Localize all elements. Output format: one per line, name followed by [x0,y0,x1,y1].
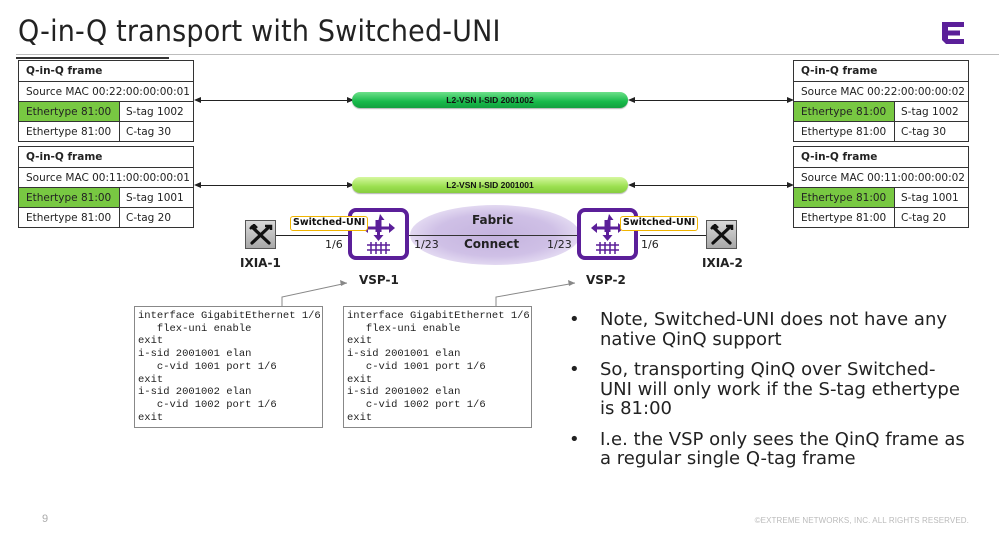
inner-ethertype: Ethertype 81:00 [19,122,120,141]
ixia-1-label: IXIA-1 [240,256,281,270]
source-mac: Source MAC 00:11:00:00:00:01 [26,171,190,184]
vsp-2-label: VSP-2 [586,273,626,287]
title-divider [16,54,999,55]
ixia-2-label: IXIA-2 [702,256,743,270]
frame-table-right-bottom: Q-in-Q frame Source MAC 00:11:00:00:00:0… [793,146,969,228]
frame-header: Q-in-Q frame [801,65,878,77]
vsp-2-access-port: 1/6 [641,238,659,251]
source-mac: Source MAC 00:11:00:00:00:02 [801,171,965,184]
connector-line [634,100,787,101]
inner-tag: C-tag 30 [901,125,947,138]
inner-ethertype: Ethertype 81:00 [794,208,895,227]
callout-pointer-vsp1 [281,282,348,306]
outer-ethertype: Ethertype 81:00 [794,188,895,207]
vsp-1-label: VSP-1 [359,273,399,287]
bullet-icon: • [569,309,580,330]
vsp-2-fabric-port: 1/23 [547,238,572,251]
frame-table-right-top: Q-in-Q frame Source MAC 00:22:00:00:00:0… [793,60,969,142]
tools-icon [248,223,272,245]
frame-header: Q-in-Q frame [26,65,103,77]
callout-arrowhead [568,280,575,286]
source-mac: Source MAC 00:22:00:00:00:02 [801,85,965,98]
frame-table-left-bottom: Q-in-Q frame Source MAC 00:11:00:00:00:0… [18,146,194,228]
switched-uni-badge-left: Switched-UNI [290,216,369,231]
inner-tag: C-tag 20 [126,211,172,224]
arrowhead-left [194,182,201,188]
outer-tag: S-tag 1002 [126,105,184,118]
page-number: 9 [42,513,49,525]
frame-header: Q-in-Q frame [801,151,878,163]
note-item: • Note, Switched-UNI does not have any na… [567,310,967,349]
outer-tag: S-tag 1001 [901,191,959,204]
connect-label: Connect [464,237,520,251]
fabric-label: Fabric [472,213,514,227]
fabric-link [407,235,578,236]
bullet-icon: • [569,428,580,450]
arrowhead-right [787,182,794,188]
frame-header: Q-in-Q frame [26,151,103,163]
outer-ethertype: Ethertype 81:00 [794,102,895,121]
frame-table-left-top: Q-in-Q frame Source MAC 00:22:00:00:00:0… [18,60,194,142]
inner-tag: C-tag 20 [901,211,947,224]
access-link-left [276,235,348,236]
bullet-icon: • [569,359,580,380]
inner-tag: C-tag 30 [126,125,172,138]
source-mac: Source MAC 00:22:00:00:00:01 [26,85,190,98]
ixia-1-device [245,220,276,249]
arrowhead-left [628,97,635,103]
arrowhead-left [628,182,635,188]
arrowhead-right [347,97,354,103]
note-text: Note, Switched-UNI does not have any nat… [600,309,948,350]
inner-ethertype: Ethertype 81:00 [794,122,895,141]
config-vsp-1: interface GigabitEthernet 1/6 flex-uni e… [134,306,323,429]
vsp-1-fabric-port: 1/23 [414,238,439,251]
outer-tag: S-tag 1002 [901,105,959,118]
extreme-networks-logo [942,22,964,44]
outer-tag: S-tag 1001 [126,191,184,204]
inner-ethertype: Ethertype 81:00 [19,208,120,227]
copyright-notice: ©EXTREME NETWORKS, INC. ALL RIGHTS RESER… [754,516,969,525]
connector-line [634,185,787,186]
callout-pointer-vsp2 [495,282,576,306]
connector-line [200,100,352,101]
note-text: So, transporting QinQ over Switched-UNI … [600,359,960,419]
note-item: • I.e. the VSP only sees the QinQ frame a… [567,428,967,469]
arrowhead-left [194,97,201,103]
arrowhead-right [347,182,354,188]
slide-title: Q-in-Q transport with Switched-UNI [18,14,501,48]
tools-icon [709,223,733,245]
ixia-2-device [706,220,737,249]
callout-arrowhead [340,280,347,286]
access-link-right [640,235,706,236]
arrowhead-right [787,97,794,103]
tunnel-isid-2001002: L2-VSN I-SID 2001002 [352,92,628,108]
note-item: • So, transporting QinQ over Switched-UNI… [567,360,967,419]
outer-ethertype: Ethertype 81:00 [19,102,120,121]
connector-line [200,185,352,186]
tunnel-isid-2001001: L2-VSN I-SID 2001001 [352,177,628,193]
vsp-1-access-port: 1/6 [325,238,343,251]
outer-ethertype: Ethertype 81:00 [19,188,120,207]
config-vsp-2: interface GigabitEthernet 1/6 flex-uni e… [343,306,532,429]
switched-uni-badge-right: Switched-UNI [620,216,699,231]
title-underline-accent [16,57,169,59]
notes-list: • Note, Switched-UNI does not have any na… [567,310,967,480]
switch-icon [591,214,624,254]
note-text: I.e. the VSP only sees the QinQ frame as… [600,428,965,469]
